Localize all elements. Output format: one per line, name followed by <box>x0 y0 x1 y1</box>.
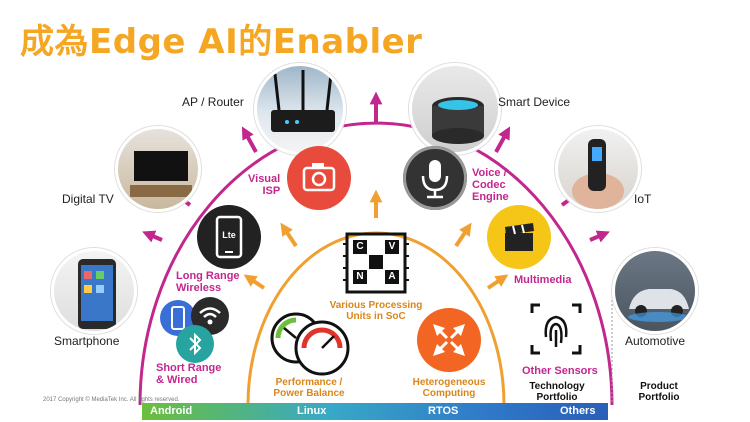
label-smartphone: Smartphone <box>54 334 120 348</box>
clapperboard-icon <box>505 223 534 251</box>
voice-codec-circle <box>403 146 467 210</box>
inner-arrows <box>243 189 509 290</box>
router-image <box>254 63 346 155</box>
chip-letter-n: N <box>356 271 364 282</box>
performance-gauge <box>266 308 356 378</box>
microphone-icon <box>421 160 449 199</box>
arrows-in-icon <box>433 324 465 356</box>
wifi-icon <box>199 307 221 325</box>
lte-phone-icon <box>215 215 243 259</box>
label-smart-device: Smart Device <box>498 95 571 109</box>
router-icon <box>271 70 335 132</box>
multimedia-circle <box>487 205 551 269</box>
long-range-circle: Lte <box>197 205 261 269</box>
chip-letter-v: V <box>388 241 396 252</box>
fingerprint-icon <box>530 303 582 355</box>
smart-device-image <box>409 63 501 155</box>
label-ap-router: AP / Router <box>182 95 244 109</box>
os-linux: Linux <box>297 405 327 417</box>
label-automotive: Automotive <box>625 334 686 348</box>
page-title: 成為Edge AI的Enabler <box>20 22 423 62</box>
outer-arc <box>138 121 614 406</box>
tv-image <box>115 126 201 212</box>
label-digital-tv: Digital TV <box>62 192 114 206</box>
automotive-image <box>612 248 698 334</box>
camera-icon <box>302 163 336 192</box>
os-rtos: RTOS <box>428 405 459 417</box>
phone-small-icon <box>171 306 185 330</box>
iot-image <box>555 126 641 212</box>
phone-icon <box>78 259 116 329</box>
copyright: 2017 Copyright © MediaTek Inc. All right… <box>43 397 180 403</box>
label-other-sensors: Other Sensors <box>522 365 598 377</box>
tv-icon <box>130 151 192 197</box>
os-others: Others <box>560 405 596 417</box>
label-iot: IoT <box>634 192 652 206</box>
label-multimedia: Multimedia <box>514 274 572 286</box>
sensors-circle <box>524 297 588 361</box>
chip-letter-a: A <box>388 271 396 282</box>
wearable-icon <box>572 139 624 209</box>
label-performance: Performance /Power Balance <box>273 377 345 399</box>
bluetooth-circle <box>176 325 214 363</box>
smart-speaker-icon <box>432 97 484 144</box>
chip-letter-c: C <box>356 241 364 252</box>
bluetooth-icon <box>189 332 202 356</box>
gauge-icon <box>270 312 350 376</box>
car-icon <box>628 289 689 322</box>
chip-icon: C V N A <box>341 230 411 296</box>
lte-text: Lte <box>222 230 236 240</box>
os-bar: Android Linux RTOS Others <box>142 403 608 420</box>
heterogeneous-circle <box>417 308 481 372</box>
smartphone-image <box>51 248 137 334</box>
label-short-range: Short Range& Wired <box>156 362 222 386</box>
visual-isp-circle <box>287 146 351 210</box>
os-android: Android <box>150 405 193 417</box>
